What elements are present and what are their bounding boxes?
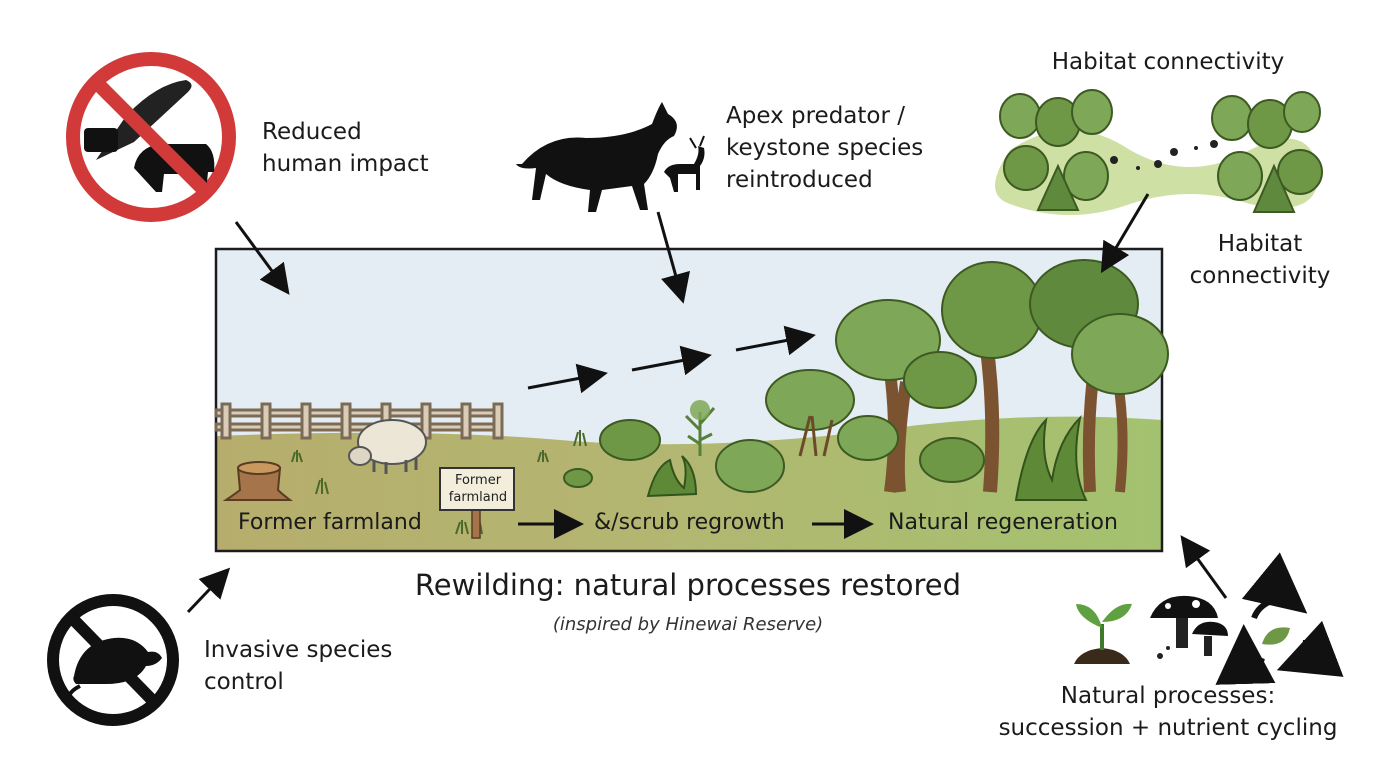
recycle-leaf-icon <box>1215 552 1344 685</box>
apex-predator-label: Apex predator / keystone species reintro… <box>726 103 924 193</box>
wolf-icon <box>516 102 677 212</box>
progression-arrows <box>518 325 874 539</box>
former-farmland-sign <box>439 467 515 539</box>
diagram-subtitle: (inspired by Hinewai Reserve) <box>552 614 824 635</box>
stage-former-farmland: Former farmland <box>238 510 422 535</box>
grass-tufts <box>291 430 587 535</box>
forest <box>835 259 1169 501</box>
scrub-bushes <box>563 369 855 498</box>
influence-arrows <box>186 193 1228 614</box>
no-chainsaw-livestock-icon <box>66 52 236 222</box>
seedling-icon <box>1074 603 1132 664</box>
tree-stump-icon <box>222 461 293 501</box>
habitat-connectivity-top-label: Habitat connectivity <box>1051 49 1285 75</box>
habitat-corridor-icon <box>995 89 1323 215</box>
diagram-title: Rewilding: natural processes restored <box>414 568 962 602</box>
reduced-impact-label: Reduced human impact <box>262 119 429 177</box>
sheep-icon <box>348 419 427 474</box>
invasive-species-label: Invasive species control <box>204 637 393 695</box>
habitat-connectivity-side-label: Habitat connectivity <box>1189 231 1331 289</box>
deer-icon <box>664 135 705 192</box>
mushroom-icon <box>1150 595 1228 659</box>
stage-natural-regeneration: Natural regeneration <box>888 510 1118 535</box>
no-rat-icon <box>47 594 179 726</box>
sign-text: Former farmland <box>448 473 508 505</box>
stage-scrub-regrowth: &/scrub regrowth <box>594 510 785 535</box>
natural-processes-label: Natural processes: succession + nutrient… <box>998 683 1338 741</box>
